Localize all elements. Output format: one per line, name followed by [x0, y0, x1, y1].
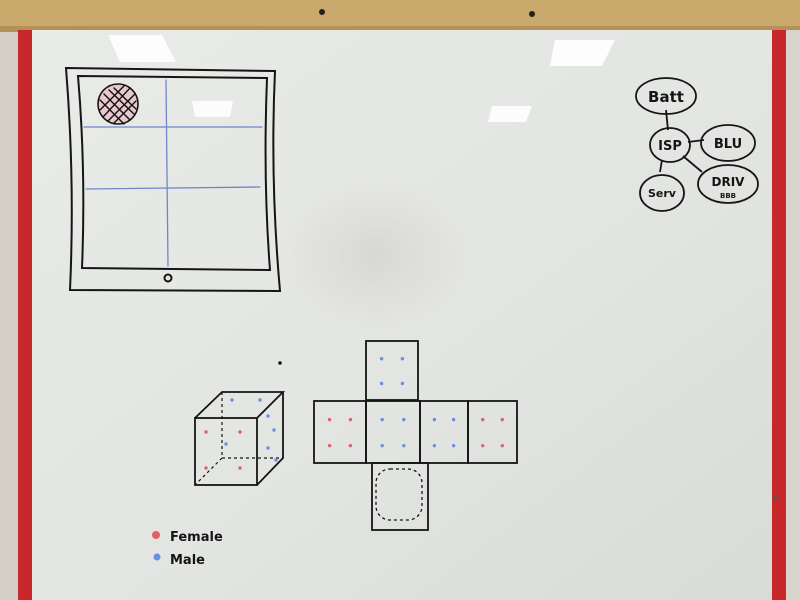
- frame-top-rail: [0, 0, 800, 30]
- face-dot: [400, 381, 405, 386]
- screw-icon: [529, 11, 535, 17]
- face-dot: [238, 466, 242, 470]
- face-dot: [500, 443, 504, 448]
- node-isp: [649, 127, 691, 163]
- node-driv-sublabel: BBB: [720, 192, 736, 200]
- app-icon-sketch: [97, 83, 139, 125]
- legend-male-swatch: [153, 553, 161, 561]
- face-dot: [327, 443, 332, 448]
- cube-net: [313, 340, 518, 531]
- face-dot: [380, 443, 384, 448]
- face-dot: [500, 417, 504, 422]
- legend: Female Male: [152, 530, 223, 568]
- face-dot: [266, 414, 270, 418]
- legend-female-label: Female: [170, 530, 223, 545]
- face-dot: [224, 442, 228, 446]
- face-dot: [230, 398, 234, 402]
- marker-dot: [278, 361, 282, 365]
- face-dot: [432, 443, 437, 448]
- face-dot: [258, 398, 262, 402]
- node-isp-label: ISP: [658, 139, 682, 154]
- net-face-top: [365, 340, 419, 401]
- face-dot: [266, 446, 270, 450]
- tablet-sketch: [64, 66, 282, 293]
- face-dot: [238, 430, 242, 434]
- node-driv-label: DRIV: [712, 175, 746, 189]
- face-dot: [379, 381, 384, 386]
- face-dot: [379, 357, 384, 361]
- screw-icon: [319, 9, 325, 15]
- net-face-bottom: [371, 462, 429, 531]
- bubble-diagram: Batt ISP BLU Serv DRIV BBB: [635, 77, 759, 212]
- node-batt: [635, 77, 697, 115]
- face-dot: [481, 417, 485, 422]
- face-dot: [380, 417, 384, 422]
- face-dot: [402, 443, 406, 448]
- board-smudge: [280, 180, 470, 330]
- node-blu: [700, 124, 756, 162]
- node-serv: [639, 174, 685, 212]
- node-serv-label: Serv: [648, 187, 677, 200]
- face-dot: [348, 417, 353, 422]
- face-dot: [451, 417, 456, 422]
- face-dot: [481, 443, 485, 448]
- cube-sketch: [194, 391, 286, 486]
- face-dot: [272, 428, 276, 432]
- face-dot: [274, 458, 278, 462]
- ceiling-light-reflections: [108, 35, 615, 122]
- face-dot: [348, 443, 353, 448]
- legend-female-swatch: [152, 531, 160, 539]
- face-dot: [204, 466, 208, 470]
- home-button-icon: [163, 273, 173, 283]
- face-dot: [204, 430, 208, 434]
- face-dot: [402, 417, 406, 422]
- face-dot: [327, 417, 332, 422]
- cube-dots: [204, 398, 278, 470]
- net-face-back: [467, 400, 518, 464]
- face-dot: [400, 357, 405, 361]
- net-dots: [327, 357, 504, 448]
- node-driv: [697, 164, 759, 204]
- net-face-bottom-dashed: [375, 468, 423, 521]
- frame-right-edge: [772, 30, 786, 600]
- face-dot: [432, 417, 437, 422]
- node-batt-label: Batt: [648, 88, 684, 106]
- face-dot: [451, 443, 456, 448]
- board-mark: [773, 496, 777, 500]
- node-blu-label: BLU: [714, 137, 742, 152]
- frame-left-edge: [18, 30, 32, 600]
- legend-male-label: Male: [170, 553, 205, 568]
